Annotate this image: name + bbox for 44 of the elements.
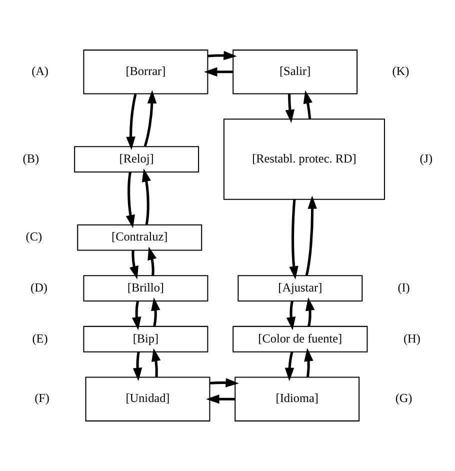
arrow — [132, 300, 142, 330]
node-box: [Borrar] — [83, 50, 208, 94]
node-label: (A) — [32, 64, 48, 78]
arrow — [208, 50, 237, 60]
node-label: (C) — [26, 230, 42, 244]
node-label: (I) — [398, 280, 410, 294]
node-box: [Idioma] — [234, 376, 360, 422]
arrow — [284, 352, 294, 382]
node-label: (F) — [34, 391, 50, 406]
arrow — [144, 90, 157, 146]
arrow — [303, 90, 312, 120]
arrow — [204, 67, 234, 77]
arrow — [142, 168, 151, 225]
arrow — [148, 246, 157, 276]
node-label: (K) — [392, 64, 410, 78]
node-box: [Brillo] — [83, 275, 208, 302]
node-label: (G) — [395, 391, 412, 406]
arrow — [210, 378, 239, 388]
arrow — [289, 199, 298, 280]
node-box: [Contraluz] — [77, 224, 202, 251]
arrow — [285, 94, 295, 123]
arrow — [126, 94, 137, 150]
node-box: [Salir] — [232, 50, 358, 94]
arrow — [304, 348, 314, 378]
node-label: (E) — [32, 331, 48, 346]
node-box: [Bip] — [83, 326, 208, 352]
node-label: (D) — [30, 280, 48, 294]
arrow — [126, 172, 135, 228]
node-box: [Restabl. protec. RD] — [223, 118, 385, 200]
node-label: (J) — [420, 151, 433, 166]
arrow — [152, 348, 161, 378]
arrow — [206, 394, 236, 404]
node-box: [Color de fuente] — [232, 326, 368, 352]
node-box: [Unidad] — [85, 376, 210, 422]
node-label: (H) — [403, 331, 420, 346]
node-box: [Ajustar] — [238, 275, 363, 302]
arrow — [305, 196, 317, 276]
node-box: [Reloj] — [74, 146, 200, 172]
arrow — [132, 352, 142, 382]
node-label: (B) — [22, 151, 40, 166]
arrow — [129, 250, 138, 280]
arrow — [286, 300, 296, 330]
arrow — [305, 297, 315, 327]
arrow — [151, 297, 160, 327]
